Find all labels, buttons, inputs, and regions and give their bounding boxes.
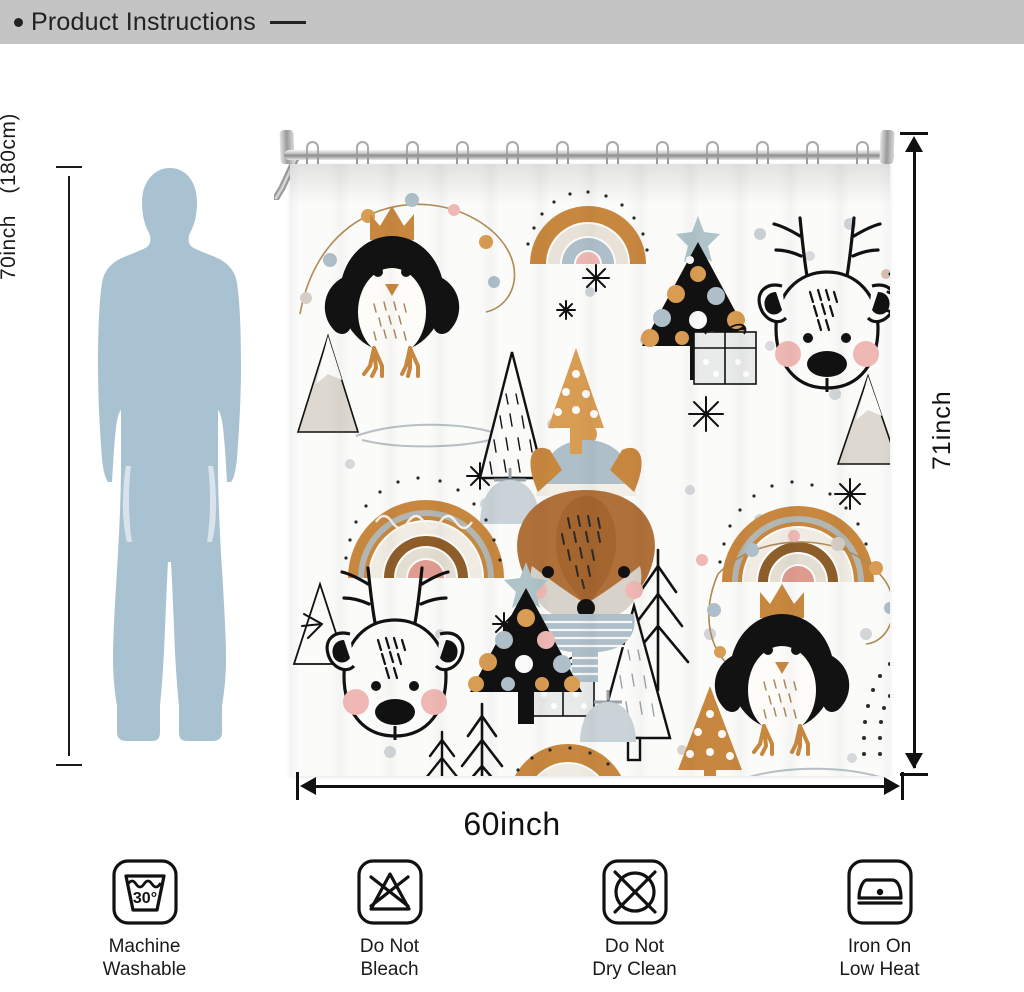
fox-with-beanie-icon — [517, 423, 655, 682]
wash-tub-30-degrees-icon: 30° — [111, 859, 178, 925]
string-lights-bulbs-icon — [300, 193, 500, 304]
care-label-line2: Dry Clean — [592, 959, 677, 981]
iron-low-heat-icon — [846, 859, 913, 925]
care-label-iron-low-heat: Iron On Low Heat — [839, 935, 919, 981]
person-height-label: 70inch (180cm) — [0, 113, 20, 280]
care-label-line1: Machine — [108, 936, 181, 957]
do-not-dry-clean-circle-icon — [601, 859, 668, 925]
care-label-line2: Low Heat — [839, 959, 920, 981]
curtain-width-dimension-line — [296, 772, 904, 802]
header-rule-dash-icon — [269, 20, 306, 24]
curtain-rod — [284, 150, 894, 160]
crowned-penguin-icon — [324, 206, 460, 378]
arrow-down-icon — [905, 753, 923, 769]
ochre-tree-icon — [548, 348, 604, 454]
care-item-machine-washable: 30° Machine Washable — [35, 858, 255, 981]
dimension-horizontal-line — [304, 785, 896, 788]
snowflake-icon — [466, 264, 866, 636]
dimension-cap-top — [56, 166, 82, 168]
curtain-height-dimension-line — [900, 132, 928, 776]
crowned-penguin-icon — [714, 584, 850, 756]
boho-rainbow-arch-icon — [718, 480, 874, 582]
care-label-line1: Iron On — [847, 936, 912, 957]
dimension-vertical-line — [68, 176, 70, 756]
string-lights-bulbs-icon — [696, 530, 890, 658]
dimension-cap-bottom — [56, 764, 82, 766]
care-instructions-row: 30° Machine Washable Do Not Bleach Do No… — [0, 858, 1024, 992]
curtain-width-label: 60inch — [463, 806, 561, 842]
do-not-bleach-triangle-icon — [356, 859, 423, 925]
dimension-cap-top — [900, 132, 928, 135]
boho-rainbow-arch-icon — [515, 744, 621, 776]
shower-curtain-panel — [290, 164, 890, 776]
care-item-iron-low-heat: Iron On Low Heat — [770, 858, 990, 981]
care-label-machine-washable: Machine Washable — [103, 935, 187, 981]
bell-icon — [580, 690, 636, 742]
care-item-do-not-bleach: Do Not Bleach — [280, 858, 500, 981]
gift-box-icon — [693, 323, 757, 385]
dimension-vertical-line — [913, 140, 916, 768]
care-label-do-not-bleach: Do Not Bleach — [360, 935, 419, 981]
person-silhouette-shape — [98, 168, 241, 741]
reindeer-head-icon — [301, 566, 465, 740]
svg-text:30°: 30° — [132, 890, 156, 907]
mountain-icon — [296, 333, 360, 433]
care-label-line2: Washable — [102, 959, 187, 981]
curtain-pattern-artwork — [290, 164, 890, 776]
care-label-line1: Do Not — [604, 936, 665, 957]
pine-tree-outline-icon — [426, 730, 458, 776]
boho-rainbow-arch-icon — [526, 190, 649, 264]
arrow-right-icon — [884, 777, 900, 795]
curtain-height-label: 71inch — [928, 390, 956, 470]
care-label-line1: Do Not — [359, 936, 420, 957]
bell-icon — [480, 468, 540, 524]
person-height-dimension-line — [56, 166, 82, 766]
care-label-do-not-dry-clean: Do Not Dry Clean — [592, 935, 676, 981]
care-item-do-not-dry-clean: Do Not Dry Clean — [525, 858, 745, 981]
pine-tree-outline-icon — [460, 702, 504, 776]
curtain-rod-finial-right — [879, 129, 895, 165]
dotted-arch-icon — [862, 662, 890, 756]
dimension-cap-left — [296, 772, 299, 800]
curtain-top-shading — [290, 164, 890, 204]
bullet-dot-icon — [14, 17, 23, 27]
care-label-line2: Bleach — [360, 959, 419, 981]
black-christmas-tree-icon — [468, 562, 582, 724]
shower-curtain-assembly — [268, 126, 895, 776]
reindeer-head-icon — [757, 216, 890, 392]
dimension-cap-right — [901, 772, 904, 800]
string-lights-garland-icon — [299, 203, 516, 315]
mountain-icon — [836, 373, 890, 465]
boho-rainbow-arch-icon — [344, 476, 504, 578]
page-title: Product Instructions — [31, 7, 256, 36]
page-header-bar: Product Instructions — [0, 0, 1024, 44]
dimension-cap-bottom — [900, 773, 928, 776]
ochre-tree-icon — [678, 686, 742, 776]
person-silhouette — [96, 166, 246, 766]
